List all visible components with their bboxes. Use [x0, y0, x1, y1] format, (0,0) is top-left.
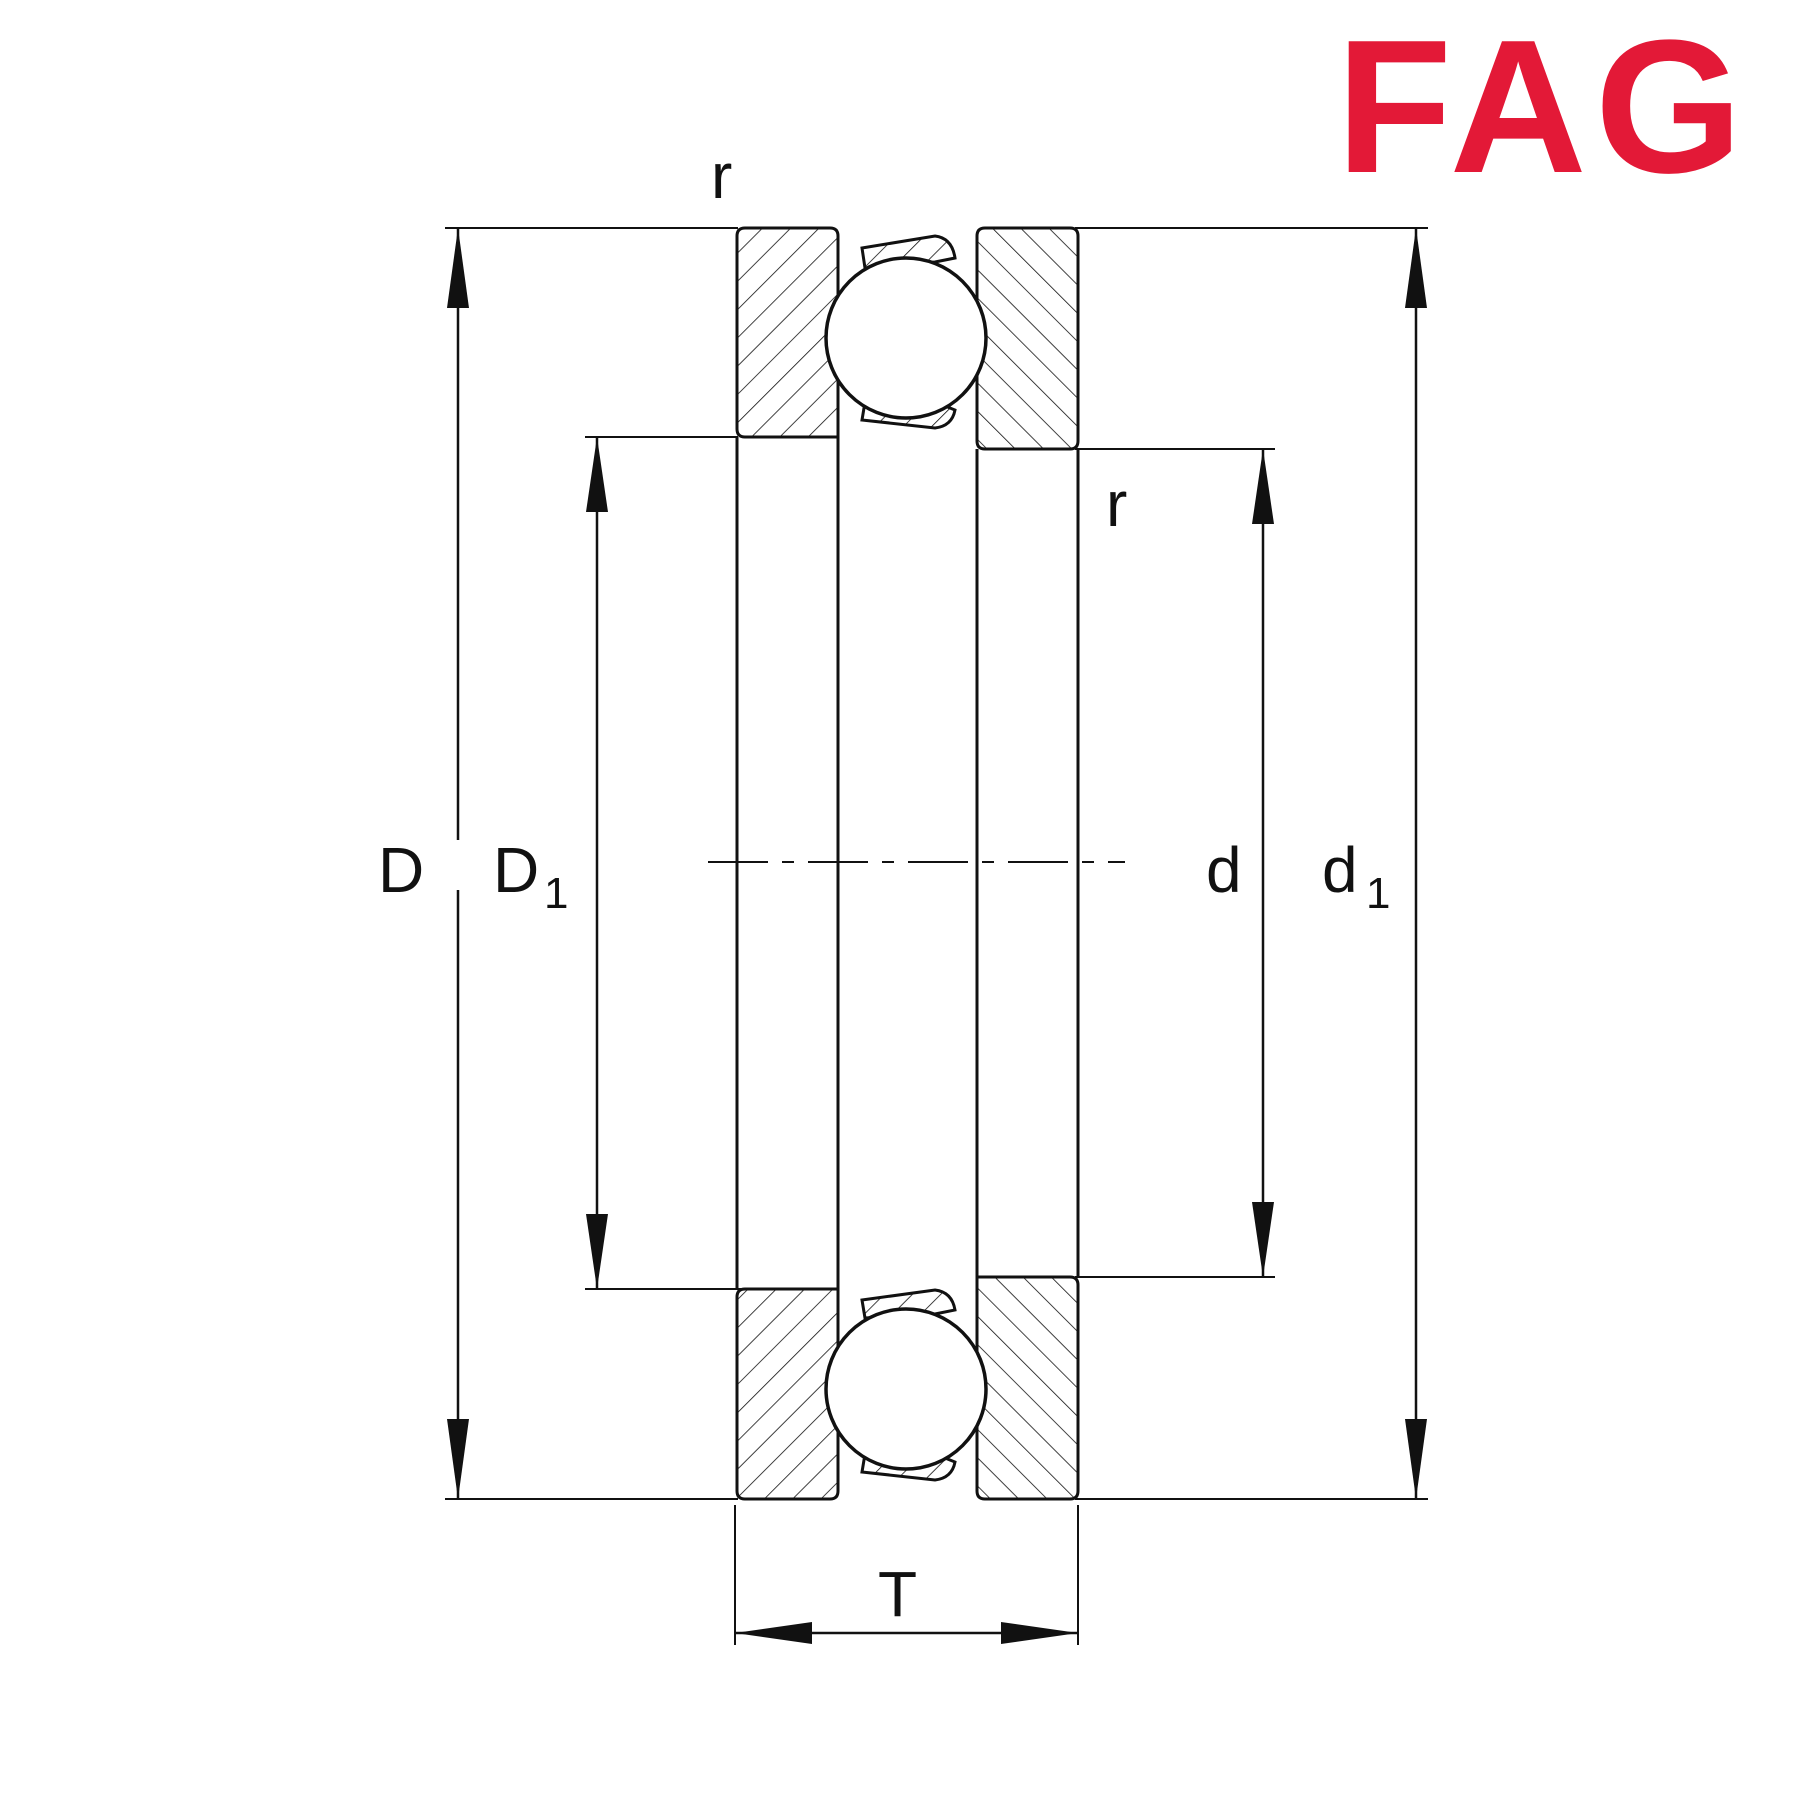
dimension-lines	[456, 228, 1418, 1635]
shaft-washer	[735, 226, 840, 1501]
label-r-top: r	[711, 140, 732, 212]
label-D1-subscript: 1	[544, 869, 568, 918]
ball-top	[824, 256, 988, 420]
ball-bottom	[824, 1307, 988, 1471]
label-d1: d	[1322, 834, 1358, 906]
label-d1-subscript: 1	[1366, 869, 1390, 918]
dimension-arrowheads	[447, 228, 1427, 1644]
housing-washer	[975, 226, 1080, 1501]
fag-logo: FAG	[1336, 1, 1751, 213]
label-d: d	[1206, 834, 1242, 906]
label-D: D	[378, 834, 424, 906]
label-D1: D	[493, 834, 539, 906]
extension-lines	[445, 227, 1428, 1645]
label-T: T	[878, 1558, 917, 1630]
ball-cage	[860, 234, 957, 1482]
label-r-right: r	[1106, 468, 1127, 540]
